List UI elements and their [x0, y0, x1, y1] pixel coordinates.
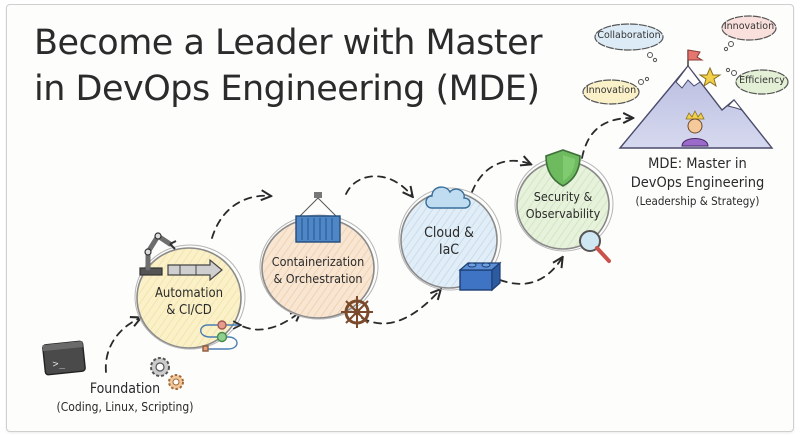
shipping-container-icon: [295, 192, 341, 243]
lego-brick-icon: [458, 261, 502, 292]
canvas-frame: [6, 4, 794, 432]
leader-avatar-icon: [681, 110, 709, 147]
gears-icon: [150, 357, 184, 390]
arrow-containers-up: [345, 175, 412, 196]
goal-label: MDE: Master in DevOps Engineering (Leade…: [600, 155, 795, 209]
arrow-cloud-to-security: [499, 258, 562, 285]
automation-line-1: Automation: [154, 286, 224, 301]
arrow-containers-to-cloud: [361, 290, 440, 325]
foundation-subtitle: (Coding, Linux, Scripting): [56, 400, 194, 414]
arrow-security-to-goal: [581, 118, 632, 159]
security-line-2: Observability: [525, 206, 601, 221]
title-line-1: Become a Leader with Master: [34, 23, 543, 63]
foundation-title: Foundation: [89, 381, 161, 397]
goal-line-1: MDE: Master in: [648, 156, 747, 172]
bubble-label-efficiency: Efficiency: [739, 75, 785, 86]
thought-bubble-efficiency: [725, 67, 789, 95]
flag-icon: [687, 49, 704, 66]
cloud-line-2: IaC: [438, 242, 460, 258]
arrow-cloud-up: [471, 161, 530, 193]
cloud-icon: [425, 186, 471, 209]
stage-foundation: Foundation (Coding, Linux, Scripting): [40, 380, 210, 416]
stage-automation: Automation & CI/CD: [139, 285, 239, 319]
arrow-automation-to-containers: [231, 312, 300, 331]
bubble-label-collaboration: Collaboration: [597, 30, 661, 41]
shield-icon: [545, 149, 581, 187]
workflow-icon: [200, 320, 240, 352]
mountain-icon: [618, 64, 774, 149]
thought-bubble-collaboration: [594, 23, 664, 63]
bubble-label-innovation-top: Innovation: [723, 21, 775, 32]
stage-security: Security & Observability: [513, 188, 613, 222]
svg-text:>_: >_: [52, 358, 66, 370]
stage-cloud: Cloud & IaC: [404, 225, 494, 259]
arrow-automation-up: [211, 196, 270, 239]
containers-line-2: & Orchestration: [273, 271, 363, 286]
pipeline-arrow-icon: [167, 258, 223, 282]
title-line-2: in DevOps Engineering (MDE): [34, 69, 540, 109]
thought-bubble-innovation-left: [582, 76, 650, 105]
magnifier-icon: [579, 230, 611, 263]
bubble-label-innovation-left: Innovation: [585, 85, 637, 96]
star-icon: [698, 66, 722, 88]
thought-bubble-innovation-top: [721, 15, 777, 52]
stage-containers: Containerization & Orchestration: [258, 253, 378, 287]
goal-line-3: (Leadership & Strategy): [635, 194, 760, 208]
terminal-icon: >_: [42, 340, 86, 376]
goal-line-2: DevOps Engineering: [630, 175, 765, 191]
page-title: Become a Leader with Master in DevOps En…: [34, 20, 543, 112]
automation-line-2: & CI/CD: [166, 303, 212, 318]
robot-arm-icon: [139, 232, 177, 276]
containers-line-1: Containerization: [271, 254, 365, 269]
cloud-line-1: Cloud &: [424, 225, 474, 241]
ship-wheel-icon: [341, 296, 373, 328]
arrow-foundation-to-automation: [105, 318, 140, 373]
security-line-1: Security &: [533, 189, 593, 204]
